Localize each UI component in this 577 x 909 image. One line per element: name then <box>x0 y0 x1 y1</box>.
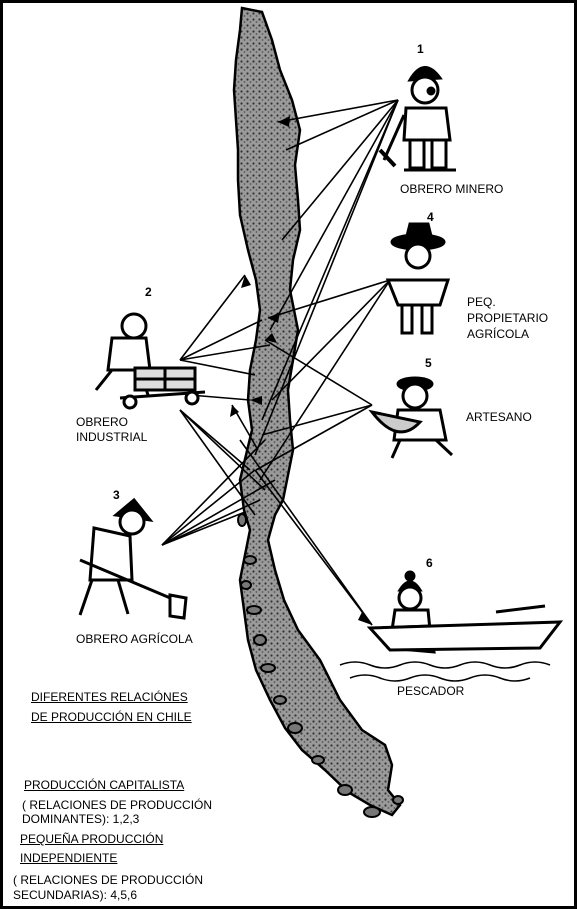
label-peq-propietario-3: AGRÍCOLA <box>467 327 529 342</box>
agricultural-worker-figure <box>80 500 186 618</box>
label-obrero-industrial-1: OBRERO <box>76 415 128 430</box>
worker-number-2: 2 <box>145 285 152 299</box>
diagram-title-line-2: DE PRODUCCIÓN EN CHILE <box>31 710 192 725</box>
label-obrero-minero: OBRERO MINERO <box>400 182 503 197</box>
worker-number-3: 3 <box>113 488 120 502</box>
label-artesano: ARTESANO <box>466 410 532 425</box>
label-peq-propietario-1: PEQ. <box>467 295 496 310</box>
legend-independiente-heading-1: PEQUEÑA PRODUCCIÓN <box>20 832 163 847</box>
label-peq-propietario-2: PROPIETARIO <box>467 311 548 326</box>
miner-figure <box>380 67 456 170</box>
worker-number-6: 6 <box>426 556 433 570</box>
worker-number-5: 5 <box>425 356 432 370</box>
legend-independiente-line-1: ( RELACIONES DE PRODUCCIÓN <box>13 873 203 888</box>
worker-number-4: 4 <box>427 210 434 224</box>
landowner-figure <box>388 224 448 333</box>
legend-independiente-heading-2: INDEPENDIENTE <box>20 851 117 866</box>
diagram-title-line-1: DIFERENTES RELACIÓNES <box>31 690 188 705</box>
label-obrero-industrial-2: INDUSTRIAL <box>76 430 147 445</box>
label-obrero-agricola: OBRERO AGRÍCOLA <box>76 632 193 647</box>
legend-capitalista-heading: PRODUCCIÓN CAPITALISTA <box>24 778 184 793</box>
legend-capitalista-line-1: ( RELACIONES DE PRODUCCIÓN <box>22 798 212 813</box>
legend-independiente-line-2: SECUNDARIAS): 4,5,6 <box>13 888 137 903</box>
worker-number-1: 1 <box>417 42 424 56</box>
artisan-figure <box>372 378 452 458</box>
legend-capitalista-line-2: DOMINANTES): 1,2,3 <box>22 812 139 827</box>
label-pescador: PESCADOR <box>397 684 464 699</box>
fisherman-figure <box>340 572 560 681</box>
